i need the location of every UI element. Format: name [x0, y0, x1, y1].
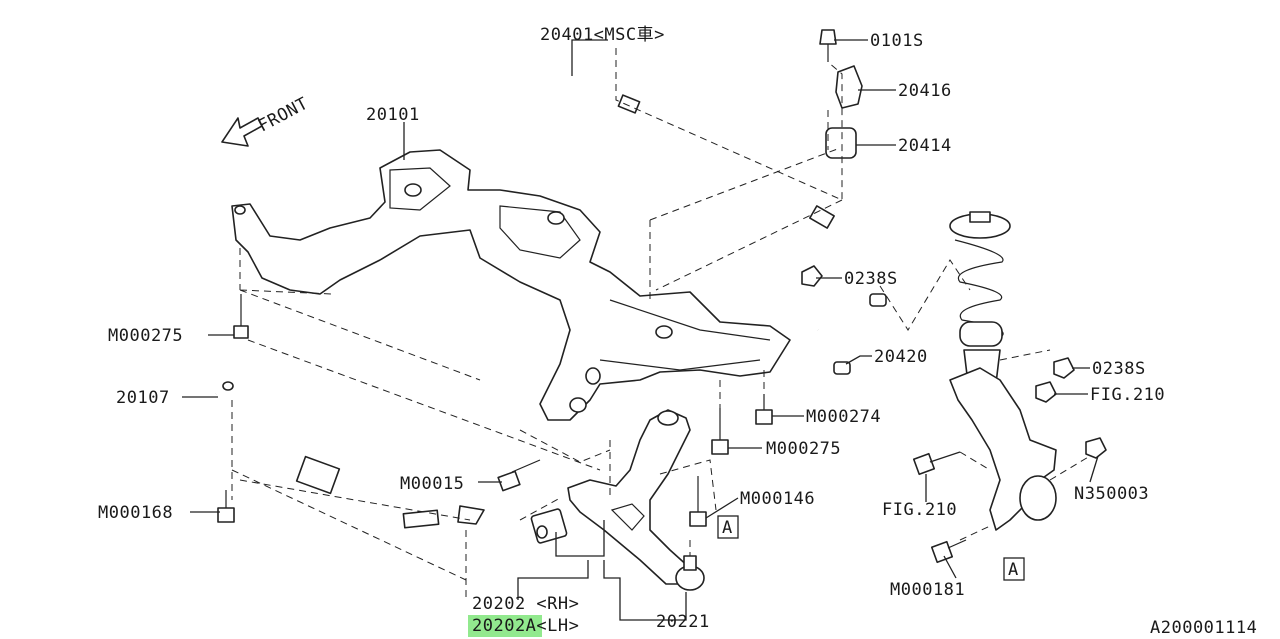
label-20101[interactable]: 20101	[366, 105, 420, 125]
bolt-icon	[689, 476, 707, 527]
label-M000274[interactable]: M000274	[806, 407, 881, 427]
label-fig210-upper[interactable]: FIG.210	[1090, 385, 1165, 405]
selected-part-highlight	[468, 615, 542, 637]
label-M000275-right[interactable]: M000275	[766, 439, 841, 459]
support-stiffener[interactable]	[214, 377, 485, 529]
label-M00015[interactable]: M00015	[400, 474, 464, 494]
svg-text:A: A	[722, 518, 733, 538]
bushing[interactable]	[825, 127, 857, 159]
label-20202-rh[interactable]: 20202 <RH>	[472, 594, 579, 614]
ref-box-a[interactable]: A	[1003, 557, 1025, 581]
nut-icon	[1085, 437, 1107, 459]
label-M000146[interactable]: M000146	[740, 489, 815, 509]
label-0238S-stabilizer[interactable]: 0238S	[844, 269, 898, 289]
bolt-icon	[930, 539, 967, 564]
stabilizer-link[interactable]	[833, 293, 887, 375]
ref-box-a[interactable]: A	[717, 515, 739, 539]
ball-joint[interactable]	[675, 555, 705, 591]
assembly-guide-lines	[231, 48, 1091, 600]
catalog-id: A200001114	[1150, 618, 1257, 638]
label-20202A-lh[interactable]: 20202A<LH>	[472, 616, 579, 636]
nut-icon	[1053, 357, 1075, 379]
nut-icon	[801, 265, 823, 287]
label-fig210-lower[interactable]: FIG.210	[882, 500, 957, 520]
transverse-link[interactable]	[530, 409, 691, 585]
label-20401[interactable]: 20401<MSC車>	[540, 25, 665, 45]
stabilizer-bar[interactable]	[443, 70, 849, 333]
bolt-icon	[755, 394, 773, 425]
label-M000181[interactable]: M000181	[890, 580, 965, 600]
svg-text:A: A	[1008, 560, 1019, 580]
label-0238S-strut[interactable]: 0238S	[1092, 359, 1146, 379]
label-20221[interactable]: 20221	[656, 612, 710, 632]
bolt-icon	[711, 408, 729, 455]
label-0101S[interactable]: 0101S	[870, 31, 924, 51]
clamp[interactable]	[835, 65, 863, 109]
label-M000275-left[interactable]: M000275	[108, 326, 183, 346]
bolt-icon	[497, 459, 541, 492]
bolt-icon	[912, 451, 961, 476]
label-20107[interactable]: 20107	[116, 388, 170, 408]
label-N350003[interactable]: N350003	[1074, 484, 1149, 504]
label-M000168[interactable]: M000168	[98, 503, 173, 523]
front-arrow-icon	[221, 117, 263, 147]
bolt-icon	[819, 29, 837, 62]
front-crossmember[interactable]	[231, 149, 791, 421]
strut-assembly[interactable]	[949, 211, 1057, 531]
bolt-icon	[217, 490, 235, 523]
label-20416[interactable]: 20416	[898, 81, 952, 101]
front-label: FRONT	[255, 94, 312, 137]
leader-lines	[182, 39, 1099, 621]
label-20414[interactable]: 20414	[898, 136, 952, 156]
label-20420[interactable]: 20420	[874, 347, 928, 367]
nut-icon	[1035, 381, 1057, 403]
bolt-icon	[233, 294, 249, 339]
